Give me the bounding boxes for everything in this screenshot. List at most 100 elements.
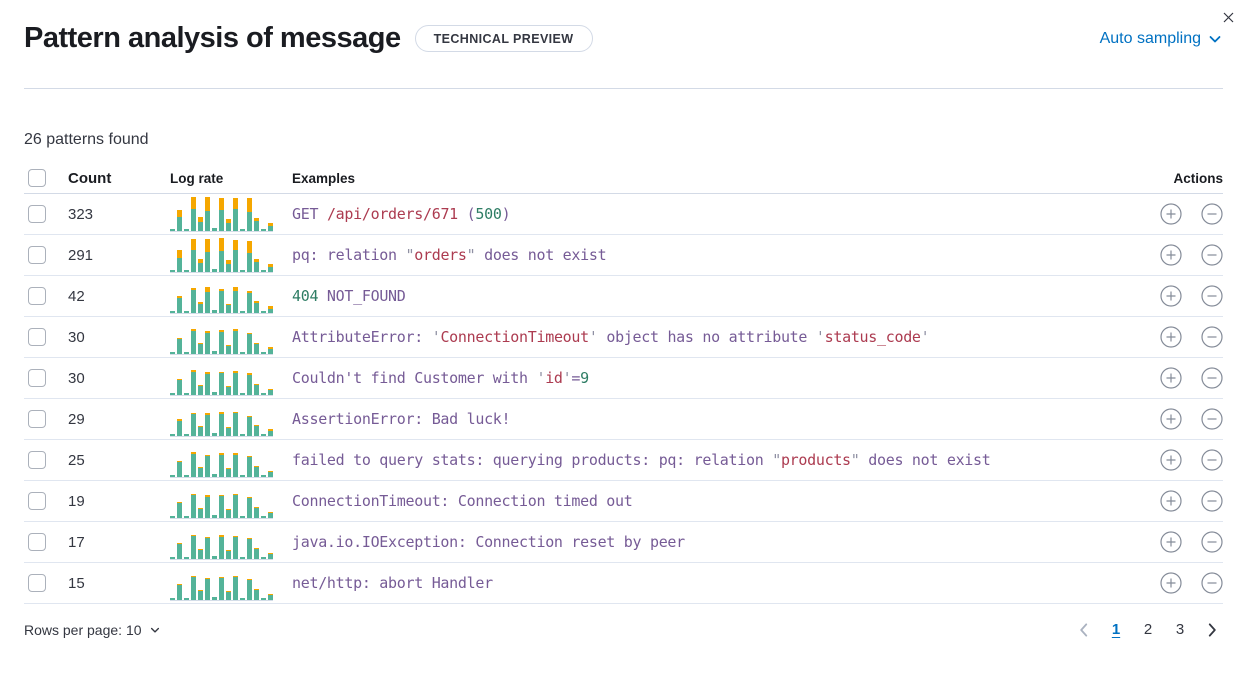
spark-bar <box>191 452 196 477</box>
table-row: 19 ConnectionTimeout: Connection timed o… <box>24 481 1223 522</box>
include-pattern-button[interactable] <box>1160 408 1182 430</box>
row-count: 17 <box>68 533 85 551</box>
include-pattern-button[interactable] <box>1160 367 1182 389</box>
spark-bar <box>191 329 196 354</box>
include-pattern-button[interactable] <box>1160 531 1182 553</box>
spark-bar <box>240 229 245 231</box>
exclude-pattern-button[interactable] <box>1201 408 1223 430</box>
pagination-page-3[interactable]: 3 <box>1167 617 1193 643</box>
pagination-page-2[interactable]: 2 <box>1135 617 1161 643</box>
spark-bar <box>254 384 259 395</box>
row-checkbox[interactable] <box>28 451 46 469</box>
rows-per-page-dropdown[interactable]: Rows per page: 10 <box>24 622 161 638</box>
exclude-pattern-button[interactable] <box>1201 244 1223 266</box>
table-row: 30 AttributeError: 'ConnectionTimeout' o… <box>24 317 1223 358</box>
row-checkbox[interactable] <box>28 574 46 592</box>
spark-bar <box>261 311 266 313</box>
spark-bar <box>233 329 238 354</box>
spark-bar <box>191 197 196 231</box>
spark-bar <box>261 229 266 231</box>
row-checkbox[interactable] <box>28 287 46 305</box>
spark-bar <box>254 301 259 313</box>
select-all-checkbox[interactable] <box>28 169 46 187</box>
spark-bar <box>198 426 203 436</box>
sampling-dropdown[interactable]: Auto sampling <box>1100 30 1223 48</box>
pagination-page-1[interactable]: 1 <box>1103 617 1129 643</box>
exclude-pattern-button[interactable] <box>1201 531 1223 553</box>
spark-bar <box>184 434 189 436</box>
row-checkbox[interactable] <box>28 410 46 428</box>
minus-in-circle-icon <box>1201 531 1223 553</box>
row-checkbox[interactable] <box>28 246 46 264</box>
exclude-pattern-button[interactable] <box>1201 326 1223 348</box>
include-pattern-button[interactable] <box>1160 490 1182 512</box>
spark-bar <box>226 260 231 272</box>
exclude-pattern-button[interactable] <box>1201 490 1223 512</box>
row-count: 42 <box>68 287 85 305</box>
spark-bar <box>247 241 252 272</box>
spark-bar <box>198 343 203 354</box>
exclude-pattern-button[interactable] <box>1201 285 1223 307</box>
patterns-table: Count Log rate Examples Actions 323 GET … <box>24 163 1223 604</box>
exclude-pattern-button[interactable] <box>1201 203 1223 225</box>
spark-bar <box>261 352 266 354</box>
exclude-pattern-button[interactable] <box>1201 449 1223 471</box>
include-pattern-button[interactable] <box>1160 244 1182 266</box>
spark-bar <box>247 456 252 477</box>
row-checkbox[interactable] <box>28 369 46 387</box>
rows-per-page-label: Rows per page: 10 <box>24 622 142 638</box>
spark-bar <box>184 352 189 354</box>
spark-bar <box>184 598 189 600</box>
plus-in-circle-icon <box>1160 490 1182 512</box>
example-text: failed to query stats: querying products… <box>292 450 991 469</box>
include-pattern-button[interactable] <box>1160 285 1182 307</box>
column-header-log-rate: Log rate <box>170 170 224 186</box>
spark-bar <box>226 591 231 600</box>
example-text: Couldn't find Customer with 'id'=9 <box>292 368 589 387</box>
include-pattern-button[interactable] <box>1160 449 1182 471</box>
include-pattern-button[interactable] <box>1160 572 1182 594</box>
minus-in-circle-icon <box>1201 572 1223 594</box>
exclude-pattern-button[interactable] <box>1201 572 1223 594</box>
spark-bar <box>191 288 196 313</box>
include-pattern-button[interactable] <box>1160 326 1182 348</box>
spark-bar <box>240 352 245 354</box>
close-button[interactable] <box>1216 5 1240 29</box>
spark-bar <box>177 584 182 600</box>
spark-bar <box>226 468 231 477</box>
spark-bar <box>254 589 259 600</box>
spark-bar <box>198 259 203 272</box>
pagination-prev-button[interactable] <box>1073 621 1095 639</box>
plus-in-circle-icon <box>1160 531 1182 553</box>
spark-bar <box>268 264 273 272</box>
spark-bar <box>219 495 224 518</box>
spark-bar <box>226 509 231 518</box>
row-count: 25 <box>68 451 85 469</box>
spark-bar <box>254 548 259 559</box>
spark-bar <box>240 270 245 272</box>
spark-bar <box>170 311 175 313</box>
spark-bar <box>261 598 266 600</box>
spark-bar <box>205 455 210 477</box>
log-rate-sparkline <box>170 483 273 519</box>
spark-bar <box>177 250 182 272</box>
spark-bar <box>261 475 266 477</box>
pagination-next-button[interactable] <box>1201 621 1223 639</box>
row-checkbox[interactable] <box>28 492 46 510</box>
plus-in-circle-icon <box>1160 367 1182 389</box>
spark-bar <box>219 289 224 313</box>
minus-in-circle-icon <box>1201 449 1223 471</box>
log-rate-sparkline <box>170 196 273 232</box>
include-pattern-button[interactable] <box>1160 203 1182 225</box>
exclude-pattern-button[interactable] <box>1201 367 1223 389</box>
flyout-header: Pattern analysis of message TECHNICAL PR… <box>0 0 1247 89</box>
row-checkbox[interactable] <box>28 533 46 551</box>
spark-bar <box>170 516 175 518</box>
row-checkbox[interactable] <box>28 205 46 223</box>
spark-bar <box>268 347 273 354</box>
row-checkbox[interactable] <box>28 328 46 346</box>
minus-in-circle-icon <box>1201 490 1223 512</box>
spark-bar <box>212 474 217 477</box>
